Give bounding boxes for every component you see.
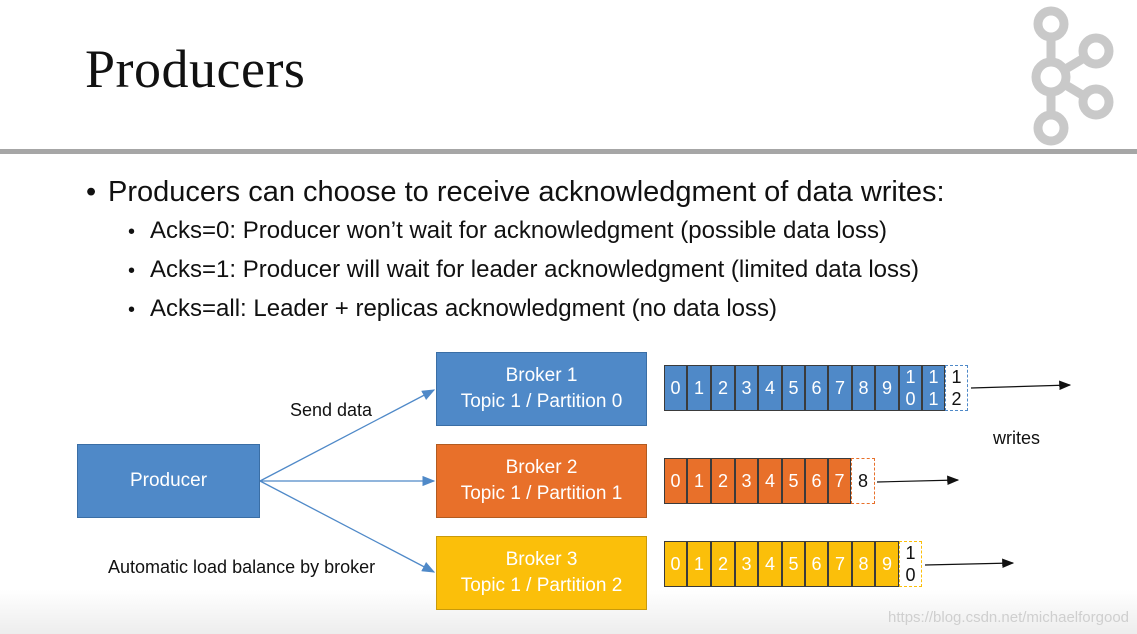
bullet-acks-1: •Acks=1: Producer will wait for leader a… [128, 256, 919, 283]
offset-cell: 2 [711, 541, 735, 587]
offset-cell: 7 [828, 365, 852, 411]
watermark: https://blog.csdn.net/michaelforgood [888, 609, 1129, 626]
offset-cell: 0 [664, 365, 687, 411]
offset-cell: 7 [828, 541, 852, 587]
broker-1-name: Broker 1 [505, 365, 578, 386]
bullet-acks-0: •Acks=0: Producer won’t wait for acknowl… [128, 217, 888, 244]
slide-title: Producers [85, 39, 306, 99]
broker-2-partition: Topic 1 / Partition 1 [460, 483, 623, 504]
offset-cell: 5 [782, 541, 805, 587]
bullet-main: •Producers can choose to receive acknowl… [86, 176, 945, 208]
offset-cell: 0 [664, 541, 687, 587]
offset-cell: 3 [735, 541, 758, 587]
bullet-acks-1-text: Acks=1: Producer will wait for leader ac… [150, 256, 919, 283]
broker-3-box: Broker 3 Topic 1 / Partition 2 [436, 536, 647, 610]
offset-cell: 2 [711, 365, 735, 411]
write-arrow-partition-2 [924, 558, 1015, 569]
offset-cell: 8 [852, 365, 875, 411]
bullet-acks-all: •Acks=all: Leader + replicas acknowledgm… [128, 295, 777, 322]
kafka-logo-icon [1020, 6, 1120, 151]
broker-1-partition: Topic 1 / Partition 0 [460, 391, 623, 412]
offset-cell: 5 [782, 365, 805, 411]
offset-cell: 0 [664, 458, 687, 504]
broker-2-name: Broker 2 [505, 457, 578, 478]
bullet-acks-all-text: Acks=all: Leader + replicas acknowledgme… [150, 295, 777, 322]
arrow-to-broker-3 [259, 480, 436, 573]
title-divider [0, 149, 1137, 154]
write-arrow-partition-1 [876, 475, 960, 486]
offset-cell: 4 [758, 541, 782, 587]
offset-cell: 3 [735, 365, 758, 411]
next-offset-cell: 8 [851, 458, 875, 504]
broker-3-name: Broker 3 [505, 549, 578, 570]
bullet-acks-0-text: Acks=0: Producer won’t wait for acknowle… [150, 217, 888, 244]
offset-cell: 6 [805, 458, 828, 504]
arrow-to-broker-1 [259, 389, 436, 482]
offset-cell: 7 [828, 458, 851, 504]
offset-cell: 1 [687, 458, 711, 504]
broker-2-box: Broker 2 Topic 1 / Partition 1 [436, 444, 647, 518]
bullet-main-text: Producers can choose to receive acknowle… [108, 176, 945, 208]
offset-cell: 5 [782, 458, 805, 504]
bullet-list: •Producers can choose to receive acknowl… [86, 172, 945, 329]
offset-cell: 9 [875, 365, 899, 411]
offset-cell: 9 [875, 541, 899, 587]
offset-cell: 6 [805, 541, 828, 587]
broker-3-partition: Topic 1 / Partition 2 [460, 575, 623, 596]
offset-cell: 2 [711, 458, 735, 504]
offset-cell: 6 [805, 365, 828, 411]
offset-cell: 4 [758, 365, 782, 411]
broker-1-box: Broker 1 Topic 1 / Partition 0 [436, 352, 647, 426]
write-arrow-partition-0 [970, 380, 1072, 391]
producer-label: Producer [129, 470, 208, 491]
offset-cell: 1 [687, 365, 711, 411]
offset-cell: 8 [852, 541, 875, 587]
load-balance-label: Automatic load balance by broker [108, 557, 376, 577]
offset-cell: 3 [735, 458, 758, 504]
writes-label: writes [993, 428, 1041, 448]
send-data-label: Send data [290, 400, 373, 420]
offset-cell: 4 [758, 458, 782, 504]
offset-cell: 1 [687, 541, 711, 587]
producer-box: Producer [77, 444, 260, 518]
